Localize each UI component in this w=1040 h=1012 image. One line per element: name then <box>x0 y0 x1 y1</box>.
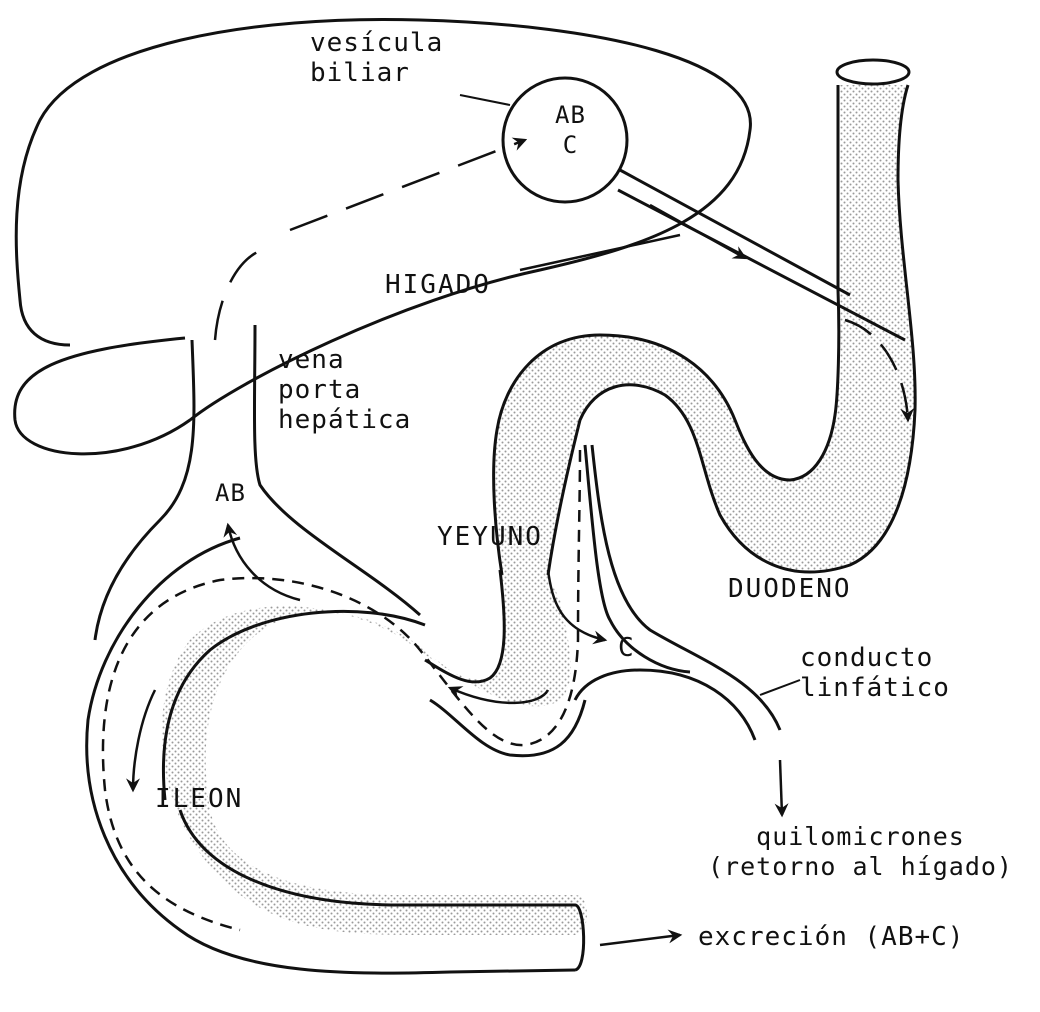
arrow-excretion <box>600 935 680 945</box>
duodenum-end <box>837 60 909 84</box>
conducto-label: conducto linfático <box>800 643 950 703</box>
lymph-contents-label: C <box>618 633 635 663</box>
vesicula-label: vesícula biliar <box>310 28 443 88</box>
portal-contents-label: AB <box>215 478 246 508</box>
arrow-ileum-down <box>133 690 155 790</box>
lymph-duct-left <box>575 670 755 740</box>
yeyuno-label: YEYUNO <box>437 522 543 552</box>
higado-pointer <box>520 235 680 270</box>
jejunum-lower-outline <box>430 700 585 756</box>
arrow-to-gallbladder <box>215 140 525 340</box>
arrow-chylomicrons <box>780 760 782 815</box>
ileon-label: ILEON <box>155 784 243 814</box>
gallbladder-contents-label: AB C <box>555 100 586 160</box>
quilomicrones-label: quilomicrones (retorno al hígado) <box>708 822 1013 882</box>
duodeno-label: DUODENO <box>728 574 852 604</box>
conducto-pointer <box>760 680 800 695</box>
jejunum-loop-outline <box>425 570 504 682</box>
vesicula-pointer <box>460 95 510 105</box>
higado-label: HIGADO <box>385 270 491 300</box>
arrow-portal-up <box>228 525 300 600</box>
vena-porta-label: vena porta hepática <box>278 345 411 435</box>
excrecion-label: excreción (AB+C) <box>698 922 964 952</box>
